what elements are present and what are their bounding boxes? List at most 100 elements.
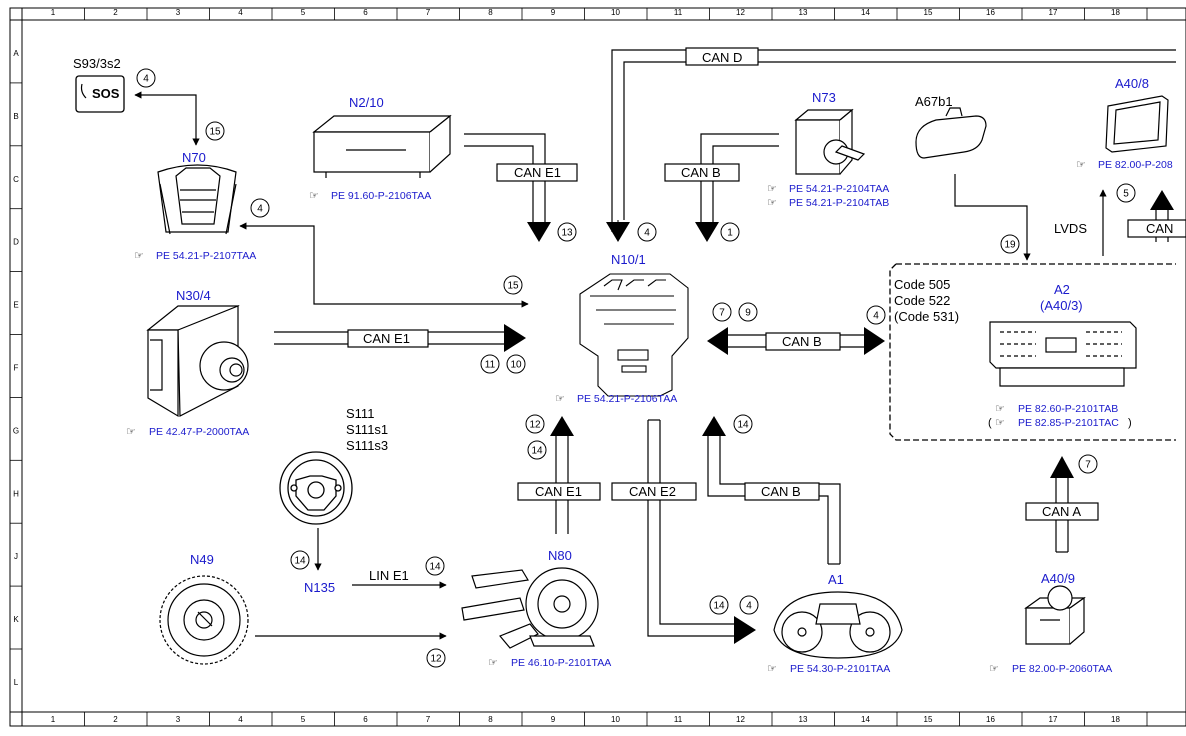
can-e2-bus: [611, 419, 736, 637]
n30-ref-icon: ☞: [126, 426, 136, 438]
n10-1-label: N10/1: [611, 252, 646, 267]
grid-col-label: 12: [736, 715, 745, 724]
grid-col-label: 11: [674, 715, 683, 724]
a2-ref1: PE 82.60-P-2101TAB: [1018, 403, 1118, 415]
grid-col-label: 18: [1111, 715, 1120, 724]
marker-number: 1: [727, 228, 733, 239]
marker-number: 14: [294, 556, 306, 567]
a40-8-label: A40/8: [1115, 76, 1149, 91]
grid-row-label: E: [13, 301, 18, 310]
n10-1-icon: [579, 273, 689, 397]
grid-col-label: 15: [924, 715, 933, 724]
marker-circle: [712, 302, 732, 322]
grid-col-label: 1: [51, 715, 56, 724]
can-b-mid-label: CAN B: [782, 334, 822, 349]
a2-label: A2: [1054, 282, 1070, 297]
n2-10-icon: [312, 114, 452, 178]
marker-number: 14: [429, 562, 441, 573]
marker-circle: [506, 354, 526, 374]
grid-col-label: 5: [301, 715, 306, 724]
sos-text: SOS: [92, 86, 120, 101]
n73-ref1-icon: ☞: [767, 183, 777, 195]
a2-ref2-icon: ☞: [995, 417, 1005, 429]
marker-number: 12: [430, 654, 442, 665]
marker-number: 7: [1085, 460, 1091, 471]
can-right-bus: [1127, 210, 1186, 242]
marker-number: 4: [746, 601, 752, 612]
grid-col-label: 9: [551, 715, 556, 724]
s93-label: S93/3s2: [73, 56, 121, 71]
a1-ref: PE 54.30-P-2101TAA: [790, 663, 890, 675]
grid-col-label: 13: [799, 715, 808, 724]
marker-circle: [205, 121, 225, 141]
grid-col-label: 17: [1049, 715, 1058, 724]
code-505: Code 505: [894, 277, 950, 292]
can-b-top-bus: [664, 133, 779, 222]
can-e1-low-label: CAN E1: [535, 484, 582, 499]
marker-number: 10: [510, 360, 522, 371]
marker-circle: [480, 354, 500, 374]
a2-ref2-paren-close: ): [1128, 417, 1132, 429]
grid-col-label: 18: [1111, 8, 1120, 17]
a2-ref2: PE 82.85-P-2101TAC: [1018, 417, 1119, 429]
a40-8-ref: PE 82.00-P-208: [1098, 159, 1173, 171]
marker-circle: [733, 414, 753, 434]
n70-ref-icon: ☞: [134, 250, 144, 262]
n73-ref2-icon: ☞: [767, 197, 777, 209]
grid-row-label: G: [13, 426, 19, 435]
grid-row-label: B: [13, 112, 18, 121]
a40-8-icon: [1105, 95, 1169, 153]
n80-icon: [461, 567, 599, 649]
steering-wheel-icon: [279, 451, 353, 525]
grid-col-label: 15: [924, 8, 933, 17]
grid-col-label: 2: [113, 8, 118, 17]
marker-circle: [557, 222, 577, 242]
marker-number: 19: [1004, 240, 1016, 251]
n70-ref: PE 54.21-P-2107TAA: [156, 250, 256, 262]
marker-circle: [739, 595, 759, 615]
marker-circle: [503, 275, 523, 295]
grid-row-label: L: [14, 678, 19, 687]
grid-col-label: 6: [363, 715, 368, 724]
n2-ref-icon: ☞: [309, 190, 319, 202]
marker-number: 7: [719, 308, 725, 319]
s111-label: S111: [346, 406, 374, 421]
marker-number: 11: [485, 360, 496, 371]
grid-col-label: 4: [238, 8, 243, 17]
grid-col-label: 16: [986, 715, 995, 724]
grid-col-label: 16: [986, 8, 995, 17]
a2-ref2-paren-open: (: [988, 417, 992, 429]
n80-ref-icon: ☞: [488, 657, 498, 669]
a1-label: A1: [828, 572, 844, 587]
marker-number: 4: [644, 228, 650, 239]
marker-circle: [637, 222, 657, 242]
can-e1-mid-bus: [274, 329, 506, 348]
n73-label: N73: [812, 90, 836, 105]
marker-circle: [136, 68, 156, 88]
grid-row-label: C: [13, 175, 19, 184]
lvds-label: LVDS: [1054, 221, 1087, 236]
n30-4-icon: [146, 305, 249, 418]
n30-4-ref: PE 42.47-P-2000TAA: [149, 426, 249, 438]
marker-circle: [525, 414, 545, 434]
grid-columns: 1122334455667788991010111112121313141415…: [51, 8, 1148, 726]
frame: [9, 7, 1186, 727]
marker-circle: [720, 222, 740, 242]
n70-label: N70: [182, 150, 206, 165]
grid-col-label: 10: [611, 8, 620, 17]
can-right-label: CAN: [1146, 221, 1173, 236]
can-b-top-label: CAN B: [681, 165, 721, 180]
a40-9-icon: [1024, 585, 1086, 645]
marker-circle: [709, 595, 729, 615]
can-a-label: CAN A: [1042, 504, 1081, 519]
marker-circle: [425, 556, 445, 576]
grid-col-label: 3: [176, 715, 181, 724]
a40-9-ref: PE 82.00-P-2060TAA: [1012, 663, 1112, 675]
n30-4-label: N30/4: [176, 288, 211, 303]
grid-col-label: 14: [861, 715, 870, 724]
n80-label: N80: [548, 548, 572, 563]
can-e2-label: CAN E2: [629, 484, 676, 499]
n2-10-label: N2/10: [349, 95, 384, 110]
